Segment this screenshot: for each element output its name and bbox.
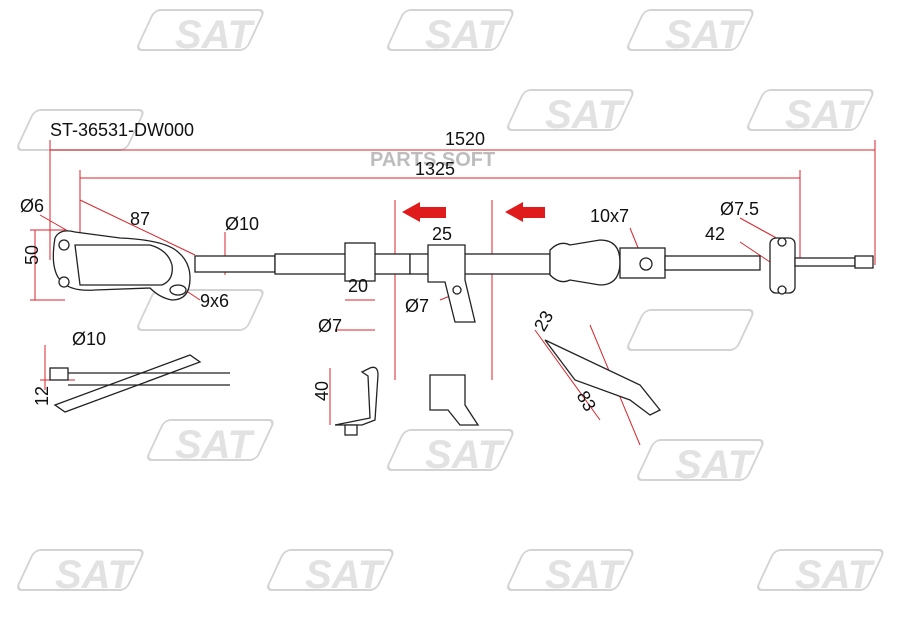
sat-watermark-label: SAT [545, 93, 626, 137]
sat-watermark-label: SAT [55, 553, 136, 597]
grommet-size-label: 10x7 [590, 206, 629, 226]
sat-watermark [137, 9, 264, 51]
direction-arrows [402, 202, 545, 222]
end-hole-diameter-label: Ø6 [20, 196, 44, 216]
bracket-detail [544, 339, 662, 416]
grommet [549, 239, 621, 286]
site-watermark: PARTS SOFT [370, 149, 495, 171]
cable-body [274, 253, 411, 275]
dimension-lines [30, 140, 876, 446]
bracket-width-label: 23 [530, 307, 557, 334]
end-fitting-offset-label: 42 [705, 224, 725, 244]
cable-body-left [194, 255, 276, 273]
bracket-clip-detail [429, 374, 480, 426]
bend-height-label: 40 [312, 381, 332, 401]
detail-diameter-label: Ø10 [72, 329, 106, 349]
sat-watermark [147, 419, 274, 461]
arrow-left-icon [402, 202, 446, 222]
sat-watermark-label: SAT [305, 553, 386, 597]
end-hole [58, 239, 70, 251]
bracket-detail-length-label: 83 [573, 387, 600, 414]
sat-watermark-label: SAT [175, 13, 256, 57]
slot-size-label: 9x6 [200, 291, 229, 311]
cable-diameter-label: Ø10 [225, 214, 259, 234]
bracket-length-label: 87 [130, 209, 150, 229]
clip-spacing-label: 25 [432, 224, 452, 244]
overall-length-label: 1520 [445, 129, 485, 149]
sat-watermark [627, 309, 754, 351]
sat-watermark [267, 549, 394, 591]
sat-watermark [637, 439, 764, 481]
cable-assembly [49, 230, 874, 436]
sat-watermark [137, 289, 264, 331]
dimension-labels: 1520 1325 Ø6 87 Ø10 50 9x6 20 Ø7 Ø7 25 1… [20, 129, 759, 415]
sat-watermark [507, 89, 634, 131]
sat-watermark [507, 549, 634, 591]
sat-watermark-label: SAT [175, 423, 256, 467]
cable-detail-view [53, 354, 202, 413]
clip-bracket [344, 242, 376, 282]
sat-watermark [757, 549, 884, 591]
part-number: ST-36531-DW000 [50, 120, 195, 140]
bracket-height-label: 50 [22, 245, 42, 265]
sat-watermark [747, 89, 874, 131]
sat-watermark-label: SAT [425, 433, 506, 477]
sat-watermark-label: SAT [675, 443, 756, 487]
spring-clip-detail [334, 366, 379, 426]
sat-watermark-label: SAT [795, 553, 876, 597]
sat-watermark [387, 9, 514, 51]
sat-watermark-label: SAT [425, 13, 506, 57]
second-clip-hole-label: Ø7 [405, 296, 429, 316]
detail-height-label: 12 [32, 386, 52, 406]
sat-watermark [387, 429, 514, 471]
end-fitting-diameter-label: Ø7.5 [720, 199, 759, 219]
arrow-left-icon [505, 202, 545, 222]
sat-watermark [627, 9, 754, 51]
clip-width-label: 20 [348, 276, 368, 296]
sat-watermark [17, 549, 144, 591]
clip-hole-label: Ø7 [318, 316, 342, 336]
clip-bracket-2 [427, 244, 476, 323]
sat-watermark-label: SAT [545, 553, 626, 597]
cable-length-label: 1325 [415, 159, 455, 179]
sat-watermark-label: SAT [665, 13, 746, 57]
sat-watermark-label: SAT [785, 93, 866, 137]
